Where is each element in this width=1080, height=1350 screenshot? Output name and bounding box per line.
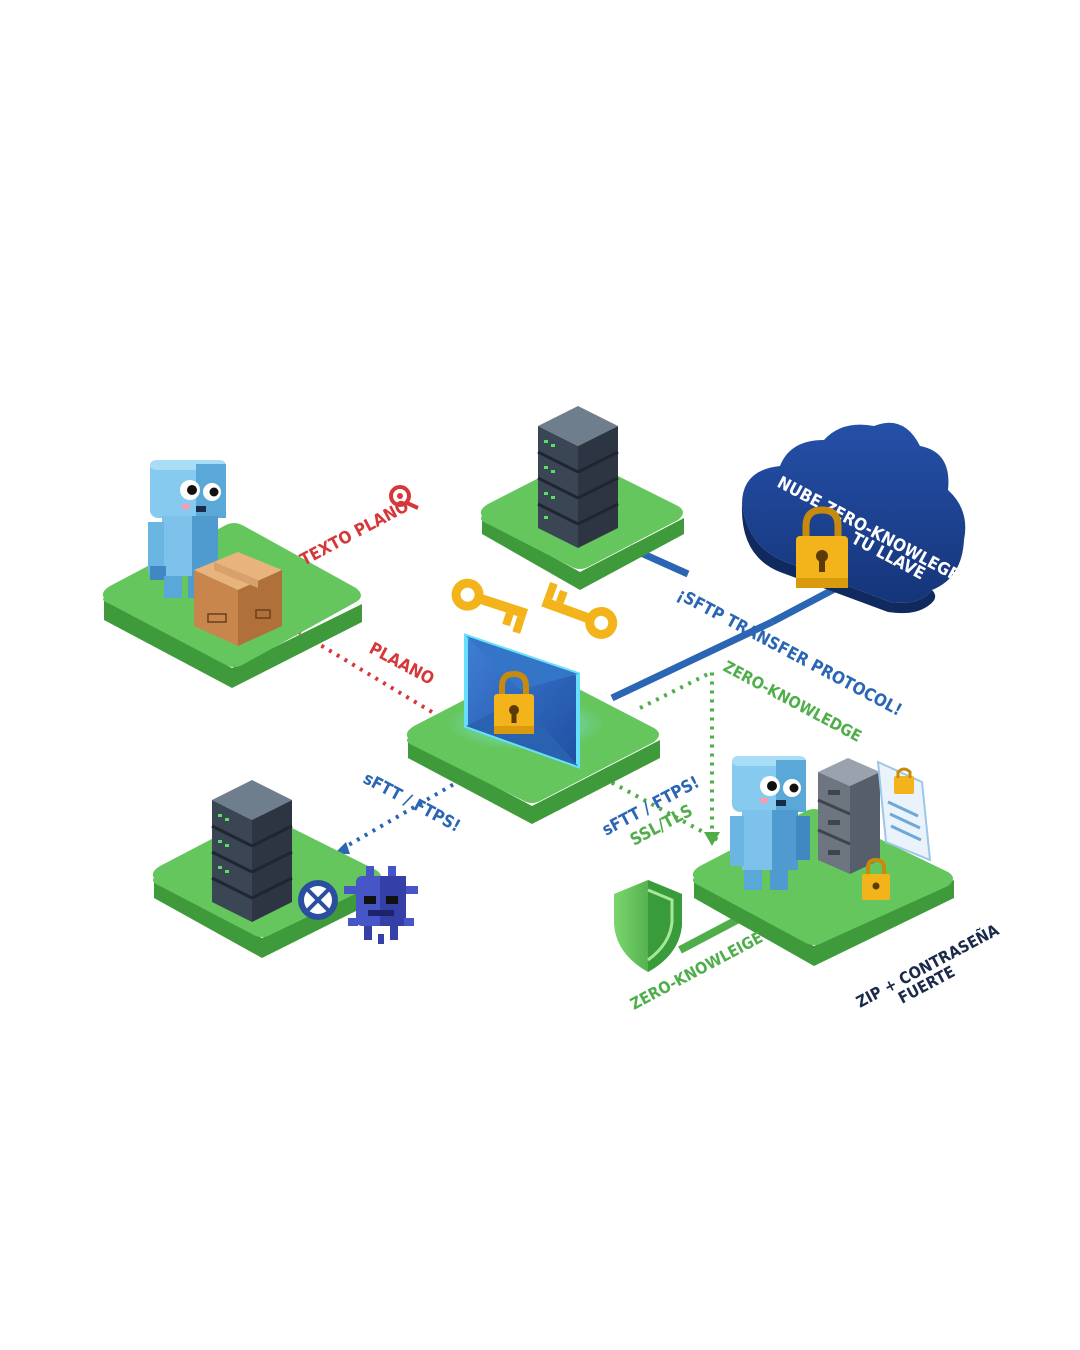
server-icon: [211, 780, 293, 922]
robot-icon: [730, 756, 810, 890]
zk-line-top: [639, 668, 714, 838]
padlock-icon: [796, 506, 848, 588]
filing-cabinet-icon: [817, 758, 880, 874]
sftp-line-cloud: [770, 581, 844, 626]
key-icon: [451, 578, 529, 634]
virus-icon: [344, 866, 418, 944]
bug-block-icon: [298, 880, 338, 920]
label-plaano: PLAANO: [366, 639, 438, 690]
key-icon: [541, 581, 618, 639]
padlock-icon: [862, 857, 890, 900]
padlock-icon: [494, 670, 534, 734]
label-texto-plano: TEXTO PLANO: [297, 496, 412, 570]
magnifier-icon: [389, 485, 419, 510]
document-icon: [876, 760, 932, 862]
server-icon: [537, 406, 619, 548]
shield-icon: [614, 880, 682, 972]
package-icon: [194, 552, 282, 646]
